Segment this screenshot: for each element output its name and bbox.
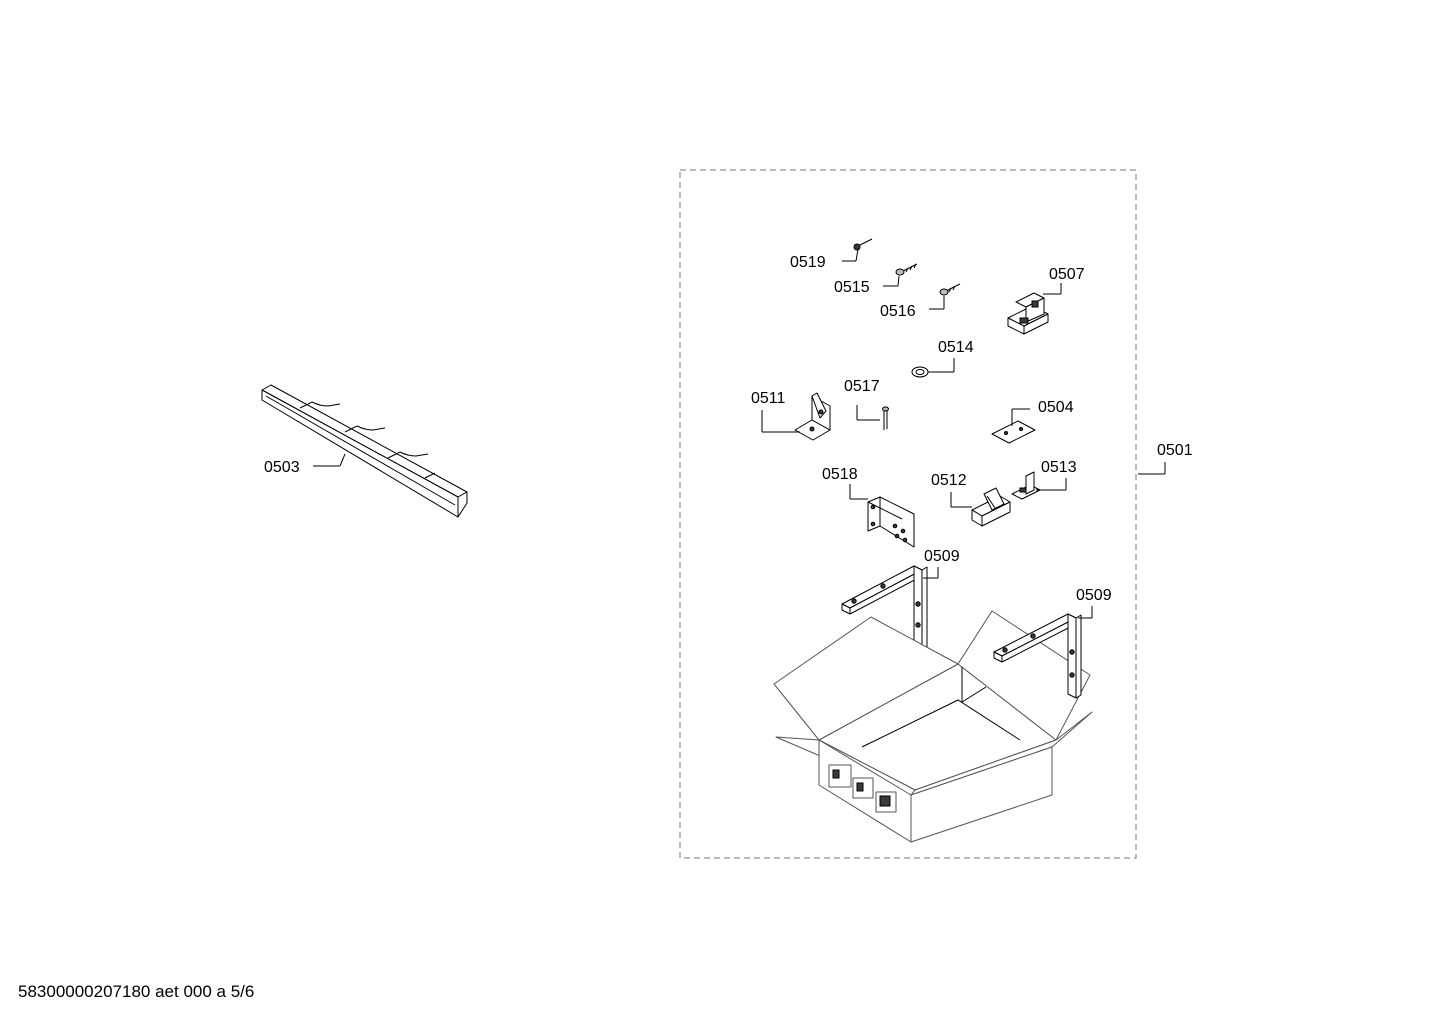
document-code: 58300000207180 aet 000 a 5/6 <box>18 982 254 1001</box>
part-0512-hinge-block <box>971 487 1011 527</box>
label-0512: 0512 <box>931 472 967 489</box>
part-0519-screw <box>853 238 873 251</box>
callout-0515: 0515 <box>834 275 900 296</box>
callout-0517: 0517 <box>844 378 880 421</box>
callout-0504: 0504 <box>1011 399 1074 426</box>
part-0514-washer <box>911 366 929 378</box>
callout-0507: 0507 <box>1043 266 1085 295</box>
label-0504: 0504 <box>1038 399 1074 416</box>
part-0507-bracket <box>1007 292 1049 335</box>
label-0513: 0513 <box>1041 459 1077 476</box>
callout-0513: 0513 <box>1036 459 1077 491</box>
part-0501-cardboard-box <box>773 610 1093 843</box>
part-0511-angle-bracket <box>794 392 831 441</box>
callout-0519: 0519 <box>790 248 859 271</box>
label-0515: 0515 <box>834 279 870 296</box>
callout-0509-left: 0509 <box>923 548 960 579</box>
label-0507: 0507 <box>1049 266 1085 283</box>
callout-0514: 0514 <box>928 339 974 373</box>
callout-0509-right: 0509 <box>1076 587 1112 619</box>
part-0509-l-bracket-right <box>993 613 1082 699</box>
label-0509-left: 0509 <box>924 548 960 565</box>
label-0517: 0517 <box>844 378 880 395</box>
callout-0512: 0512 <box>931 472 972 508</box>
callout-0518: 0518 <box>822 466 868 500</box>
label-0518: 0518 <box>822 466 858 483</box>
part-0516-screw <box>939 283 961 296</box>
part-0515-screw <box>895 263 918 276</box>
part-0513-clip <box>1011 471 1041 500</box>
label-0519: 0519 <box>790 254 826 271</box>
label-0511: 0511 <box>751 390 786 407</box>
label-0514: 0514 <box>938 339 974 356</box>
callout-0501: 0501 <box>1138 442 1193 475</box>
callout-0503: 0503 <box>264 453 346 476</box>
part-0503-rail <box>261 384 468 518</box>
part-0504-plate <box>991 420 1036 444</box>
part-0517-pin <box>882 406 889 430</box>
label-0501: 0501 <box>1157 442 1193 459</box>
part-0518-mounting-plate <box>867 496 915 548</box>
label-0516: 0516 <box>880 303 916 320</box>
callout-0511: 0511 <box>751 390 800 433</box>
label-0503: 0503 <box>264 459 300 476</box>
part-0509-l-bracket-left <box>841 565 928 651</box>
label-0509-right: 0509 <box>1076 587 1112 604</box>
callout-0516: 0516 <box>880 296 945 320</box>
kit-boundary-0501 <box>679 169 1137 859</box>
